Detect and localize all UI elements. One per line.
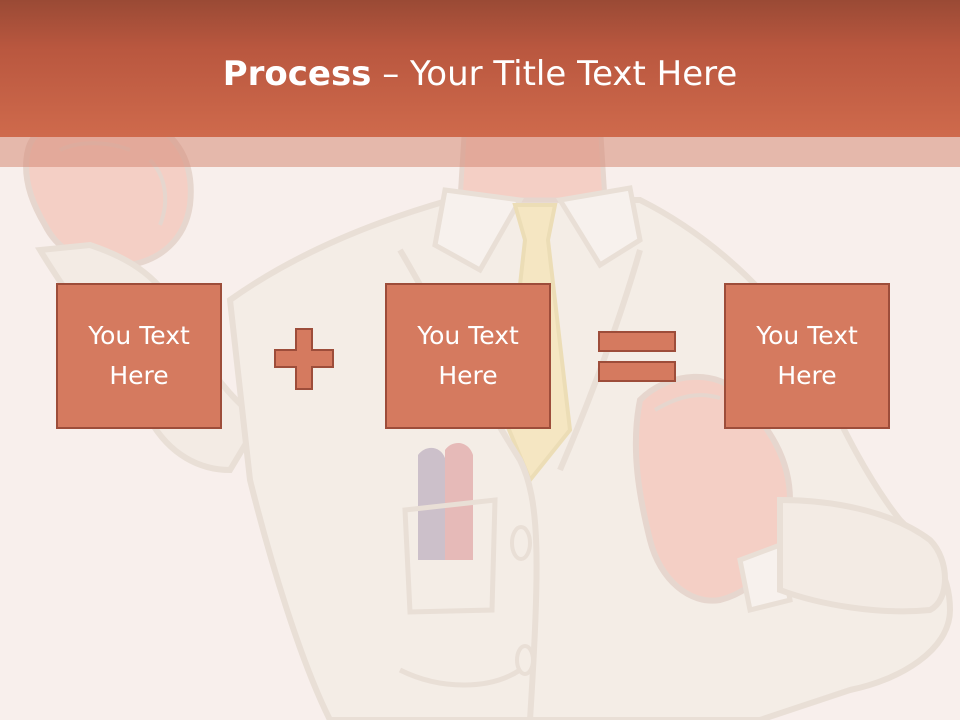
box-1-line-1: You Text bbox=[88, 321, 190, 350]
box-2-line-1: You Text bbox=[417, 321, 519, 350]
box-3-line-2: Here bbox=[777, 361, 837, 390]
box-1-line-2: Here bbox=[109, 361, 169, 390]
box-3-line-1: You Text bbox=[756, 321, 858, 350]
title-rest: – Your Title Text Here bbox=[371, 54, 738, 94]
title-band-strip bbox=[0, 137, 960, 167]
plus-icon bbox=[274, 328, 334, 390]
slide-title: Process – Your Title Text Here bbox=[0, 52, 960, 96]
process-box-3: You Text Here bbox=[724, 283, 890, 429]
title-band bbox=[0, 0, 960, 137]
process-box-2: You Text Here bbox=[385, 283, 551, 429]
process-box-1: You Text Here bbox=[56, 283, 222, 429]
title-bold: Process bbox=[222, 54, 372, 94]
box-2-line-2: Here bbox=[438, 361, 498, 390]
equals-icon bbox=[598, 331, 676, 382]
